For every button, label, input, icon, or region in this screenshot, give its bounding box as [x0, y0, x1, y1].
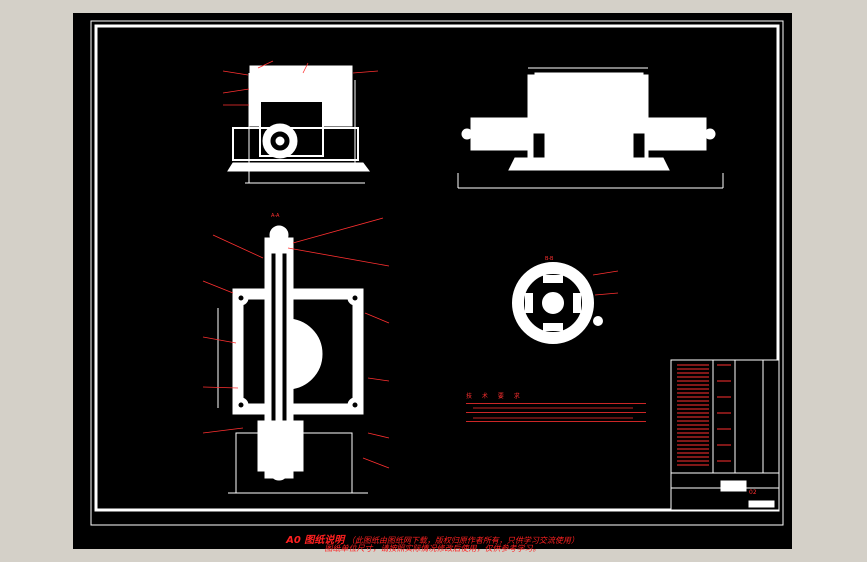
leader-lines	[202, 60, 633, 469]
outer-border	[90, 20, 784, 526]
technical-notes-lines	[466, 403, 646, 430]
footer-caption-main: A0 图纸说明	[286, 535, 345, 546]
footer-caption-line1: A0 图纸说明 （此图纸由图纸网下载，版权归原作者所有，只供学习交流使用）	[73, 531, 792, 546]
side-view	[457, 67, 724, 189]
plan-view	[217, 225, 368, 494]
footer-caption-text1: （此图纸由图纸网下载，版权归原作者所有，只供学习交流使用）	[346, 536, 579, 545]
title-block	[670, 359, 780, 511]
section-view	[512, 262, 603, 344]
inner-border	[94, 24, 780, 512]
cad-drawing	[90, 20, 784, 526]
section-label-bottom: B-B	[545, 256, 554, 262]
cad-drawing-viewport[interactable]: 技 术 要 求 A-A B-B 02 A0 图纸说明 （此图纸由图纸网下载，版权…	[73, 13, 792, 553]
technical-notes-title: 技 术 要 求	[466, 393, 524, 400]
sheet-id: 02	[749, 489, 757, 496]
front-view	[227, 65, 370, 184]
footer-caption-line2: 图纸单位尺寸，请按照实际情况修改后使用，仅供参考学习。	[324, 544, 541, 553]
title-block-rows	[677, 364, 731, 466]
section-label-top: A-A	[271, 213, 280, 219]
